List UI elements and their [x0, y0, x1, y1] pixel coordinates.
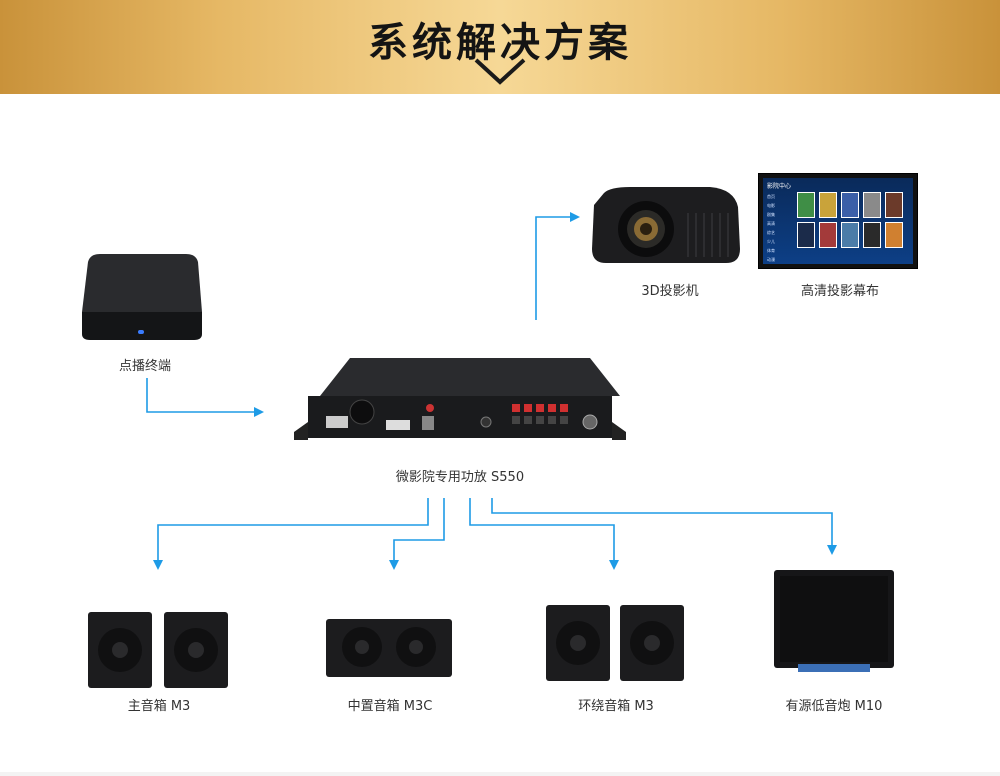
screen-menu-item: 动漫 [767, 257, 775, 262]
screen-menu-item: 高清 [767, 221, 775, 226]
arrow-amp-to-projector [535, 212, 580, 320]
arrow-amp-to-surround [469, 498, 619, 570]
surround-speaker-device [546, 605, 684, 681]
screen-label: 高清投影幕布 [800, 284, 879, 299]
projector-label: 3D投影机 [641, 284, 699, 299]
center-speaker-label: 中置音箱 M3C [347, 699, 433, 714]
subwoofer-device [774, 570, 894, 672]
arrow-amp-to-sub [491, 498, 837, 555]
chevron-down-icon [474, 58, 526, 85]
screen-title: 影院中心 [767, 183, 792, 190]
center-speaker-device [326, 619, 452, 677]
player-device [82, 254, 202, 340]
movie-poster [863, 222, 881, 248]
screen-menu-item: 剧集 [767, 212, 775, 217]
screen-menu-item: 电影 [767, 203, 775, 208]
screen-menu-item: 少儿 [767, 239, 775, 244]
projector-device [592, 187, 740, 263]
movie-poster [797, 222, 815, 248]
screen-menu-item: 综艺 [767, 230, 775, 235]
arrow-amp-to-center [389, 498, 445, 570]
arrow-player-to-amp [146, 378, 264, 417]
surround-speaker-label: 环绕音箱 M3 [578, 699, 654, 714]
page-title: 系统解决方案 [368, 20, 632, 66]
screen-menu-item: 体育 [767, 248, 775, 253]
amplifier-device [294, 358, 626, 440]
header-banner: 系统解决方案 [0, 0, 1000, 94]
amplifier-label: 微影院专用功放 S550 [395, 470, 525, 485]
movie-poster [885, 192, 903, 218]
movie-poster [841, 192, 859, 218]
movie-poster [863, 192, 881, 218]
arrow-amp-to-main [153, 498, 429, 570]
main-speaker-device [88, 612, 228, 688]
movie-poster [885, 222, 903, 248]
projection-screen: 影院中心 首页 电影 剧集 高清 综艺 少儿 体育 动漫 [758, 173, 918, 269]
player-label: 点播终端 [118, 359, 171, 374]
movie-poster [819, 192, 837, 218]
movie-poster [841, 222, 859, 248]
subwoofer-label: 有源低音炮 M10 [785, 699, 883, 714]
screen-menu-item: 首页 [767, 194, 775, 199]
bottom-divider [0, 772, 1000, 776]
movie-poster [797, 192, 815, 218]
screen-menu: 首页 电影 剧集 高清 综艺 少儿 体育 动漫 [767, 192, 793, 264]
main-speaker-label: 主音箱 M3 [127, 699, 191, 714]
movie-poster [819, 222, 837, 248]
